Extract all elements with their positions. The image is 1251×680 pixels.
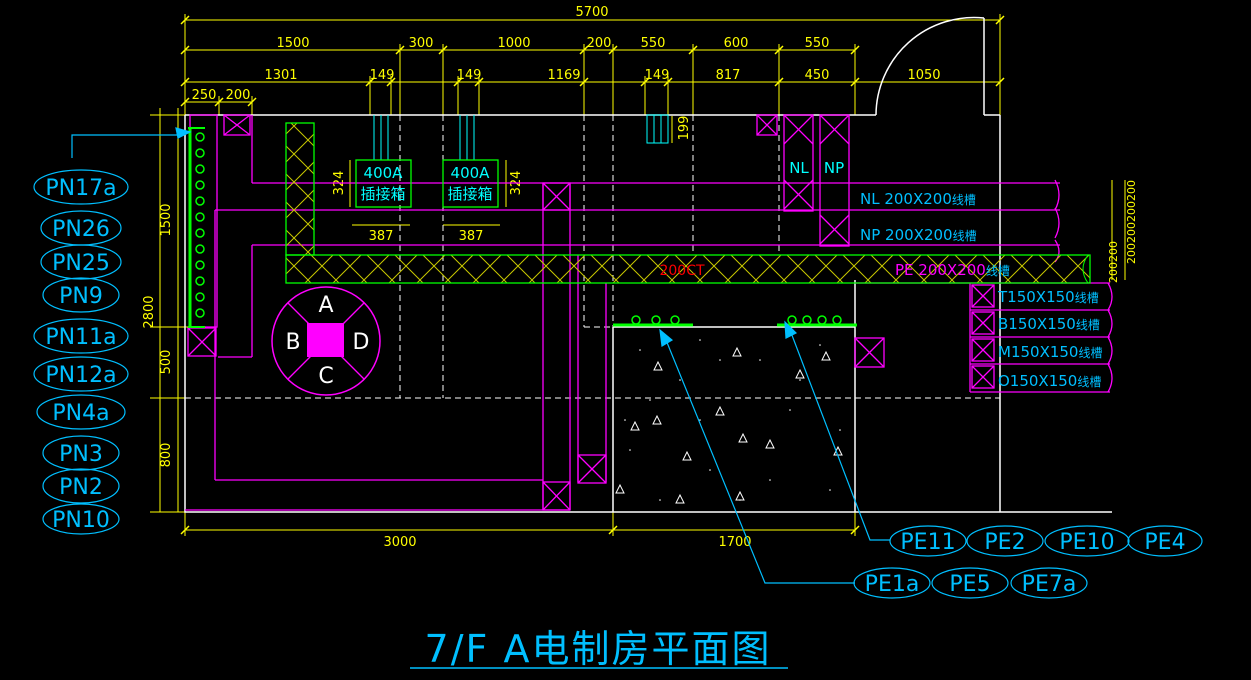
dim-box1-w: 387 [369,229,394,244]
pe-tag-1: PE2 [984,530,1025,555]
compass-d: D [353,330,370,355]
np-riser-label: NP [824,159,844,177]
pn-tag-0: PN17a [45,176,116,201]
compass-b: B [285,330,300,355]
box1-name: 插接箱 [360,185,405,203]
dim-right-v1: 200200200200 [1125,180,1138,264]
dim-overall: 5700 [575,5,608,20]
dim-left-1500: 1500 [159,203,174,236]
nl-riser-label: NL [789,159,809,177]
dim-box2-w: 387 [459,229,484,244]
pe-tag-0: PE11 [900,530,955,555]
dim-r2-5: 550 [641,36,666,51]
red-annotation: 200CT [659,263,704,279]
pn-tag-1: PN26 [52,217,110,242]
dim-r3-1: 1301 [264,68,297,83]
concrete-shaft [624,339,841,501]
plug-in-boxes: 400A 插接箱 400A 插接箱 [355,114,669,208]
dim-r3-4: 1169 [547,68,580,83]
pn-tag-8: PN2 [59,475,103,500]
dim-r2-1: 1500 [276,36,309,51]
pe-tag-list [853,525,1203,599]
box2-name: 插接箱 [447,185,492,203]
drawing-title: 7/F A电制房平面图 [425,627,772,671]
compass-a: A [318,293,333,318]
pe-tag-2: PE10 [1059,530,1114,555]
box2-rating: 400A [451,164,491,182]
pe-tag-labels: PE11 PE2 PE10 PE4 PE1a PE5 PE7a [865,530,1186,597]
dim-r2-7: 550 [805,36,830,51]
pn-tag-2: PN25 [52,251,110,276]
tray-labels: NL 200X200线槽 NP 200X200线槽 PE 200X200线槽 T… [860,190,1103,390]
trunking-lines [185,114,1113,511]
pn-tag-7: PN3 [59,442,103,467]
dim-left-500: 500 [159,350,174,375]
tray-b: B150X150线槽 [998,315,1100,333]
pe-tray [285,122,1091,284]
dim-r2-3: 1000 [497,36,530,51]
pn-tag-labels: PN17a PN26 PN25 PN9 PN11a PN12a PN4a PN3… [45,176,116,533]
tray-t: T150X150线槽 [997,288,1099,306]
column-marker-icon: A B D C [271,286,381,396]
dim-r4-2: 200 [226,88,251,103]
dim-r2-4: 200 [587,36,612,51]
pn-tag-6: PN4a [52,401,109,426]
tray-np: NP 200X200线槽 [860,226,977,244]
pn-tag-9: PN10 [52,508,110,533]
dim-bottom-1700: 1700 [718,535,751,550]
dimension-lines [150,14,1126,536]
dim-r3-8: 1050 [907,68,940,83]
dim-r3-7: 450 [805,68,830,83]
pn-tag-5: PN12a [45,363,116,388]
dim-left-2800: 2800 [142,295,157,328]
tray-o: O150X150线槽 [998,372,1101,390]
pe-tag-4: PE1a [865,572,920,597]
pe-tag-3: PE4 [1144,530,1185,555]
dim-r3-5: 149 [645,68,670,83]
dim-left-800: 800 [159,443,174,468]
dim-r3-6: 817 [716,68,741,83]
dim-r3-2: 149 [370,68,395,83]
pn-tag-4: PN11a [45,325,116,350]
leader-lines [71,127,890,584]
tray-pe: PE 200X200线槽 [895,261,1010,279]
pe-tag-5: PE5 [949,572,990,597]
ground-bars [188,127,857,328]
dim-right-v2: 200200 [1107,241,1120,283]
pn-tag-3: PN9 [59,284,103,309]
dim-r3-3: 149 [457,68,482,83]
dim-r2-2: 300 [409,36,434,51]
pe-tag-6: PE7a [1022,572,1077,597]
box1-rating: 400A [364,164,404,182]
dim-199: 199 [677,116,692,141]
compass-c: C [318,364,333,389]
pn-tag-list [33,169,129,535]
tray-m: M150X150线槽 [998,343,1103,361]
dim-r4-1: 250 [192,88,217,103]
dimension-texts: 5700 1500 300 1000 200 550 600 550 1301 … [142,5,1138,550]
dim-r2-6: 600 [724,36,749,51]
dim-bottom-3000: 3000 [383,535,416,550]
tray-nl: NL 200X200线槽 [860,190,976,208]
